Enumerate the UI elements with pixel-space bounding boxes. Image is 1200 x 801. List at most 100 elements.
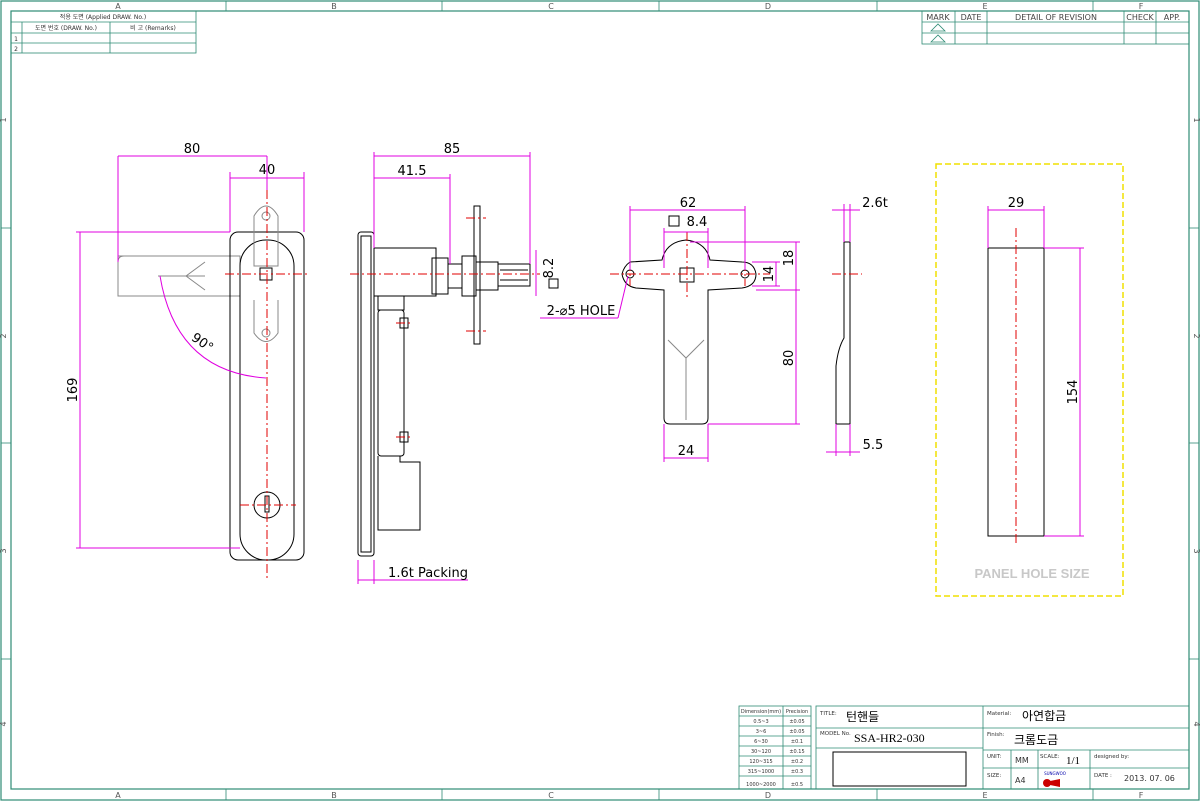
zone-label: 4 xyxy=(1192,721,1200,726)
cam-outline xyxy=(621,239,757,425)
date-value: 2013. 07. 06 xyxy=(1124,774,1175,783)
dim-cam-14: 14 xyxy=(762,266,777,283)
zone-label: A xyxy=(115,2,121,11)
precision-cell: ±0.2 xyxy=(791,759,803,765)
scale-value: 1/1 xyxy=(1066,755,1080,767)
dim-front-height: 169 xyxy=(66,378,81,403)
dim-side-length: 85 xyxy=(444,142,461,157)
panel-hole-view: 29 154 PANEL HOLE SIZE xyxy=(935,163,1124,597)
size-value: A4 xyxy=(1015,776,1026,785)
svg-text:SUNGWOO: SUNGWOO xyxy=(1044,771,1066,776)
zone-label: D xyxy=(765,2,771,11)
panel-hole-label: PANEL HOLE SIZE xyxy=(974,566,1089,581)
zone-label: C xyxy=(548,2,554,11)
applied-table-row-num: 1 xyxy=(14,36,18,43)
zone-labels-side: 1 2 3 4 1 2 3 4 xyxy=(0,117,1200,726)
zone-label: 3 xyxy=(0,548,8,553)
model-label: MODEL No. xyxy=(820,731,851,737)
dim-cam-80: 80 xyxy=(782,350,797,367)
revision-triangle-icon xyxy=(930,23,946,43)
zone-label: 2 xyxy=(0,333,8,338)
unit-label: UNIT: xyxy=(987,754,1002,760)
revision-header-date: DATE xyxy=(961,13,982,22)
dim-front-handle: 40 xyxy=(259,163,276,178)
precision-cell: 315~1000 xyxy=(748,769,774,775)
dim-side-square: 8.2 xyxy=(542,258,557,279)
zone-label: E xyxy=(982,791,987,800)
dim-cam-width: 62 xyxy=(680,196,697,211)
drawing-title: 턴핸들 xyxy=(846,709,879,724)
precision-cell: ±0.5 xyxy=(791,782,803,788)
dim-cam-24: 24 xyxy=(678,444,695,459)
revision-header-check: CHECK xyxy=(1126,13,1154,22)
dim-side-body: 41.5 xyxy=(398,164,427,179)
precision-header-precision: Precision xyxy=(786,709,808,715)
thickness-view: 2.6t 5.5 xyxy=(826,196,888,456)
dim-packing: 1.6t Packing xyxy=(388,566,468,581)
precision-table: Dimension(mm) Precision 0.5~3 ±0.05 3~6 … xyxy=(738,705,812,790)
dim-hole-width: 29 xyxy=(1008,196,1025,211)
zone-label: E xyxy=(982,2,987,11)
dim-hole-note: 2-⌀5 HOLE xyxy=(547,304,616,319)
zone-label: B xyxy=(331,2,337,11)
applied-table-header: 적용 도면 (Applied DRAW. No.) xyxy=(60,13,146,21)
cam-view-dimensions: 62 8.4 18 14 80 24 2-⌀5 HOLE xyxy=(540,196,800,462)
material-value: 아연합금 xyxy=(1022,709,1066,723)
unit-value: MM xyxy=(1015,756,1029,765)
model-number: SSA-HR2-030 xyxy=(854,731,925,745)
panel-hole-box xyxy=(935,163,1124,597)
dim-front-angle: 90° xyxy=(188,330,215,356)
revision-table: MARK DATE DETAIL OF REVISION CHECK APP. xyxy=(921,10,1190,45)
precision-cell: 1000~2000 xyxy=(746,782,776,788)
cam-view xyxy=(610,232,770,425)
precision-cell: 30~120 xyxy=(751,749,771,755)
applied-drawing-table: 적용 도면 (Applied DRAW. No.) 도면 번호 (DRAW. N… xyxy=(10,10,197,54)
scale-label: SCALE: xyxy=(1040,754,1060,760)
front-view-dimensions: 80 40 169 90° xyxy=(66,142,305,549)
precision-cell: ±0.05 xyxy=(789,729,804,735)
square-symbol-icon xyxy=(668,215,680,227)
precision-cell: 120~315 xyxy=(749,759,772,765)
side-view xyxy=(350,205,540,557)
size-label: SIZE: xyxy=(987,773,1001,779)
revision-header-app: APP. xyxy=(1164,13,1180,22)
dim-hole-height: 154 xyxy=(1066,380,1081,405)
zone-label: F xyxy=(1139,791,1144,800)
side-body xyxy=(377,309,405,457)
side-plate xyxy=(357,231,375,557)
precision-cell: 6~30 xyxy=(754,739,768,745)
title-block: TITLE: 턴핸들 MODEL No. SSA-HR2-030 Materia… xyxy=(815,705,1190,790)
zone-label: 1 xyxy=(0,117,8,122)
applied-table-col-remarks: 비 고 (Remarks) xyxy=(130,24,176,32)
precision-cell: ±0.15 xyxy=(789,749,804,755)
precision-cell: 0.5~3 xyxy=(753,719,768,725)
cam-plate-side xyxy=(473,205,481,345)
zone-label: B xyxy=(331,791,337,800)
company-logo: SUNGWOO xyxy=(1043,771,1066,787)
precision-cell: ±0.1 xyxy=(791,739,803,745)
revision-header-mark: MARK xyxy=(926,13,950,22)
applied-table-row-num: 2 xyxy=(14,46,18,53)
front-view xyxy=(117,190,310,580)
side-view-dimensions: 85 41.5 8.2 1.6t Packing xyxy=(357,142,559,584)
zone-label: 1 xyxy=(1192,117,1200,122)
zone-label: A xyxy=(115,791,121,800)
side-housing xyxy=(373,247,437,297)
precision-header-dimension: Dimension(mm) xyxy=(741,709,781,715)
handle-rotated-outline xyxy=(117,255,241,297)
revision-header-detail: DETAIL OF REVISION xyxy=(1015,13,1097,22)
applied-table-col-drawno: 도면 번호 (DRAW. No.) xyxy=(35,24,97,32)
dim-cam-height: 18 xyxy=(782,250,797,267)
title-block-blank-box xyxy=(832,751,967,787)
dim-front-width: 80 xyxy=(184,142,201,157)
precision-cell: ±0.05 xyxy=(789,719,804,725)
finish-label: Finish: xyxy=(987,732,1005,738)
zone-label: F xyxy=(1139,2,1144,11)
square-symbol-icon xyxy=(548,278,559,289)
zone-label: 4 xyxy=(0,721,8,726)
finish-value: 크롬도금 xyxy=(1014,733,1058,747)
precision-cell: 3~6 xyxy=(756,729,767,735)
cam-thickness-profile xyxy=(835,241,851,425)
